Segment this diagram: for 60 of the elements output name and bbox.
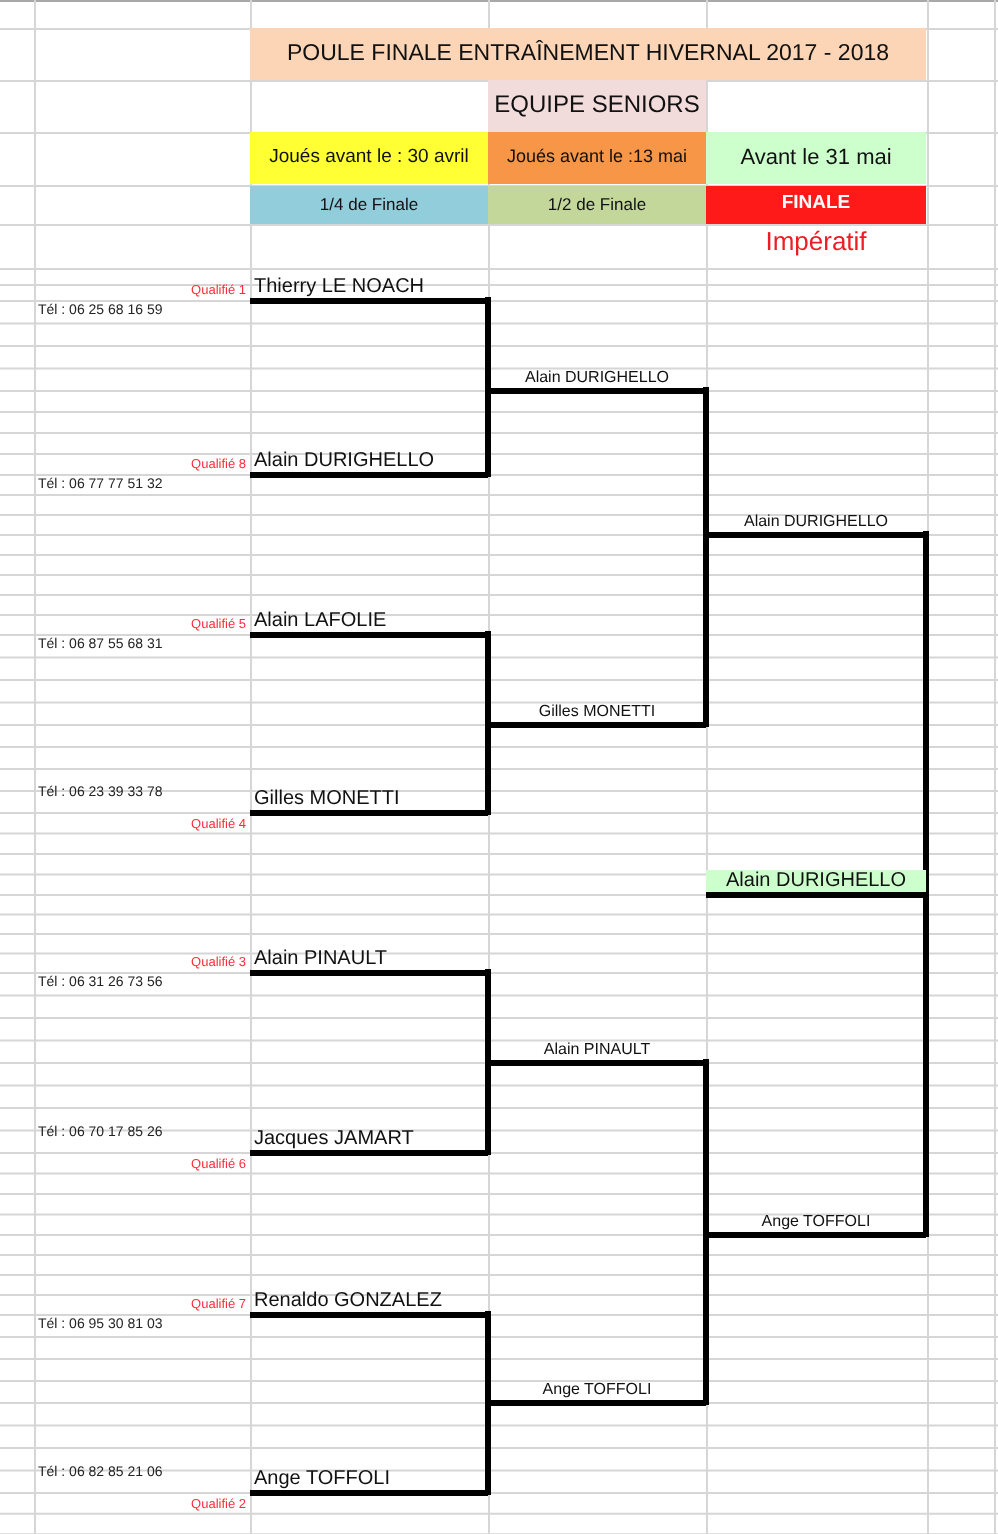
bracket-slot	[488, 1040, 706, 1065]
player-name: Renaldo GONZALEZ	[254, 1289, 442, 1311]
bracket-slot	[250, 1464, 488, 1495]
round-header	[250, 186, 488, 224]
bracket-line	[485, 387, 491, 477]
advancing-player-name: Gilles MONETTI	[538, 703, 656, 721]
bracket-slot	[706, 512, 926, 537]
bracket-line	[923, 531, 929, 897]
bracket-line	[485, 1399, 491, 1495]
winner-name: Alain DURIGHELLO	[725, 869, 907, 891]
title-text: POULE FINALE ENTRAÎNEMENT HIVERNAL 2017 - 2018	[286, 41, 890, 67]
bracket-line	[703, 531, 709, 727]
advancing-player-name: Alain DURIGHELLO	[524, 369, 670, 387]
advancing-player-name: Ange TOFFOLI	[761, 1213, 871, 1231]
bracket-line	[923, 891, 929, 1237]
bracket-slot	[250, 1124, 488, 1155]
bracket-line	[485, 969, 491, 1065]
player-name: Gilles MONETTI	[254, 787, 400, 809]
player-name: Jacques JAMART	[254, 1127, 414, 1149]
note-text: Impératif	[765, 228, 867, 257]
bracket-slot	[706, 1212, 926, 1237]
bracket-slot	[250, 944, 488, 975]
bracket-slot	[250, 272, 488, 303]
advancing-player-name: Alain DURIGHELLO	[743, 513, 889, 531]
deadline-text: Joués avant le : 30 avril	[269, 147, 469, 169]
bracket-line	[703, 1059, 709, 1237]
bracket-slot	[250, 446, 488, 477]
round-header	[706, 186, 926, 224]
bracket-slot	[250, 606, 488, 637]
advancing-player-name: Ange TOFFOLI	[542, 1381, 652, 1399]
player-name: Alain PINAULT	[254, 947, 388, 969]
bracket-line	[485, 1311, 491, 1405]
round-header	[488, 186, 706, 224]
team-title: EQUIPE SENIORS	[494, 92, 700, 120]
player-name: Ange TOFFOLI	[254, 1467, 390, 1489]
bracket-slot	[488, 702, 706, 727]
winner-slot	[706, 870, 926, 897]
deadline-text: Joués avant le :13 mai	[506, 148, 688, 168]
advancing-player-name: Alain PINAULT	[543, 1041, 651, 1059]
deadline-text: Avant le 31 mai	[740, 145, 892, 171]
deadline-header	[488, 132, 706, 184]
team-header	[488, 80, 706, 132]
round-label: FINALE	[781, 194, 851, 216]
bracket-line	[485, 297, 491, 393]
bracket-slot	[488, 368, 706, 393]
bracket-line	[703, 387, 709, 537]
bracket-line	[485, 721, 491, 815]
bracket-line	[485, 631, 491, 727]
round-label: 1/2 de Finale	[547, 195, 647, 215]
player-name: Thierry LE NOACH	[254, 275, 425, 297]
bracket-slot	[250, 784, 488, 815]
bracket-slot	[488, 1380, 706, 1405]
round-label: 1/4 de Finale	[319, 195, 419, 215]
deadline-header	[250, 132, 488, 184]
deadline-header	[706, 132, 926, 184]
bracket-line	[485, 1059, 491, 1155]
player-name: Alain LAFOLIE	[254, 609, 387, 631]
bracket-slot	[250, 1286, 488, 1317]
bracket-line	[703, 1231, 709, 1405]
player-name: Alain DURIGHELLO	[254, 449, 435, 471]
